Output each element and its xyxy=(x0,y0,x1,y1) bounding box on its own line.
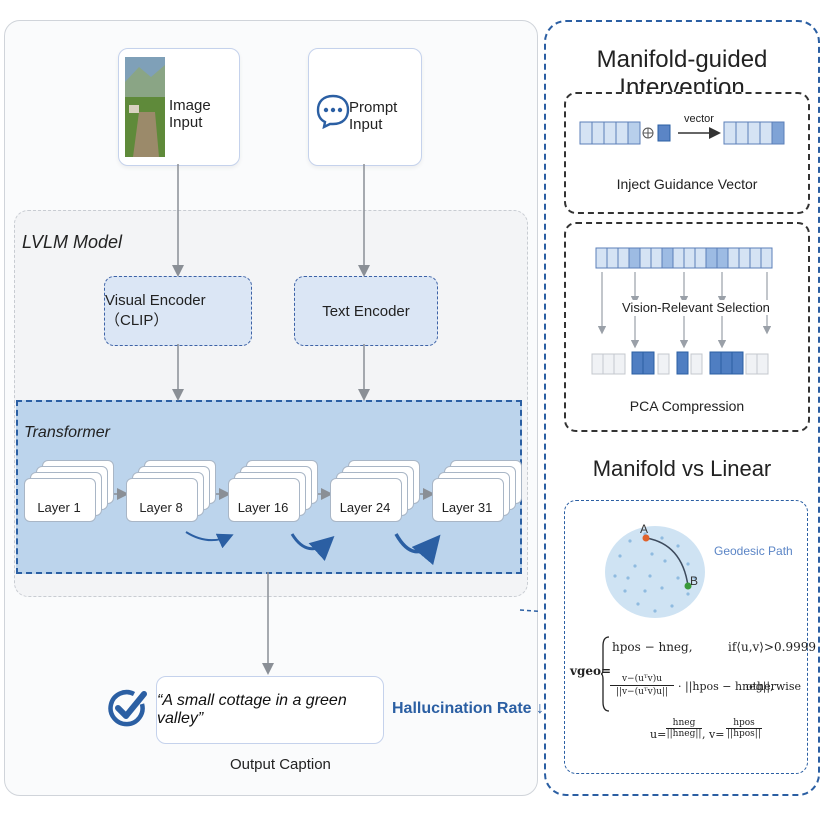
output-caption-label: Output Caption xyxy=(230,756,331,773)
formula-u-fraction: hneg ||hneg|| xyxy=(666,718,702,739)
formula-v-den: ||hpos|| xyxy=(727,729,761,739)
formula-frac-den: ||v−(uᵀv)u|| xyxy=(615,687,669,697)
point-b-label: B xyxy=(690,574,699,588)
formula-cond2: otherwise xyxy=(746,680,801,693)
formula-v-eq: , v= xyxy=(702,728,725,741)
checkmark-badge-icon xyxy=(108,689,147,727)
lvlm-model-title: LVLM Model xyxy=(22,232,123,252)
inject-vector-graphic xyxy=(579,121,785,145)
layer-label: Layer 8 xyxy=(139,499,183,515)
formula-u-num: hneg xyxy=(666,718,702,729)
image-input-box: Image Input xyxy=(118,48,240,166)
output-caption-box: “A small cottage in a green valley” xyxy=(156,676,384,744)
text-encoder-box: Text Encoder xyxy=(294,276,438,346)
selection-pca-graphic xyxy=(591,247,773,375)
formula-v-num: hpos xyxy=(726,718,762,729)
formula-v-fraction: hpos ||hpos|| xyxy=(726,718,762,739)
vector-arrow-label: vector xyxy=(684,113,714,125)
landscape-thumbnail-icon xyxy=(125,57,165,157)
manifold-vs-linear-title: Manifold vs Linear xyxy=(592,456,772,481)
layer-label: Layer 24 xyxy=(339,499,391,515)
hallucination-rate-label: Hallucination Rate ↓ xyxy=(392,700,545,717)
text-encoder-label: Text Encoder xyxy=(322,302,410,320)
manifold-blob-graphic xyxy=(605,526,705,618)
visual-encoder-label: Visual Encoder（CLIP） xyxy=(105,292,206,329)
transformer-title: Transformer xyxy=(24,424,110,441)
formula-fraction: v−(uᵀv)u ||v−(uᵀv)u|| xyxy=(610,674,674,697)
selection-label: Vision-Relevant Selection xyxy=(620,300,772,315)
formula-brace xyxy=(600,636,610,712)
formula-case1: hpos − hneg, xyxy=(612,640,693,654)
inject-guidance-box xyxy=(564,92,810,214)
formula-cond1: if⟨u,v⟩>0.9999 xyxy=(728,640,817,654)
prompt-input-label: Prompt Input xyxy=(349,99,398,133)
formula-u-eq: u= xyxy=(650,728,667,741)
layer-label: Layer 16 xyxy=(237,499,289,515)
inject-guidance-label: Inject Guidance Vector xyxy=(616,176,758,192)
formula-u-den: ||hneg|| xyxy=(666,729,702,739)
layer-label: Layer 31 xyxy=(441,499,493,515)
point-a-label: A xyxy=(640,522,649,536)
prompt-input-box: Prompt Input xyxy=(308,48,422,166)
image-input-label: Image Input xyxy=(169,97,211,131)
chat-bubble-icon xyxy=(316,94,350,129)
geodesic-path-label: Geodesic Path xyxy=(714,544,793,558)
output-caption-text: “A small cottage in a green valley” xyxy=(157,692,347,727)
pca-label: PCA Compression xyxy=(629,398,745,414)
formula-frac-num: v−(uᵀv)u xyxy=(610,674,674,686)
formula-case2-tail: · ||hpos − hneg||, xyxy=(678,680,774,693)
formula-lhs: vgeo= xyxy=(570,664,612,678)
layer-label: Layer 1 xyxy=(37,499,81,515)
